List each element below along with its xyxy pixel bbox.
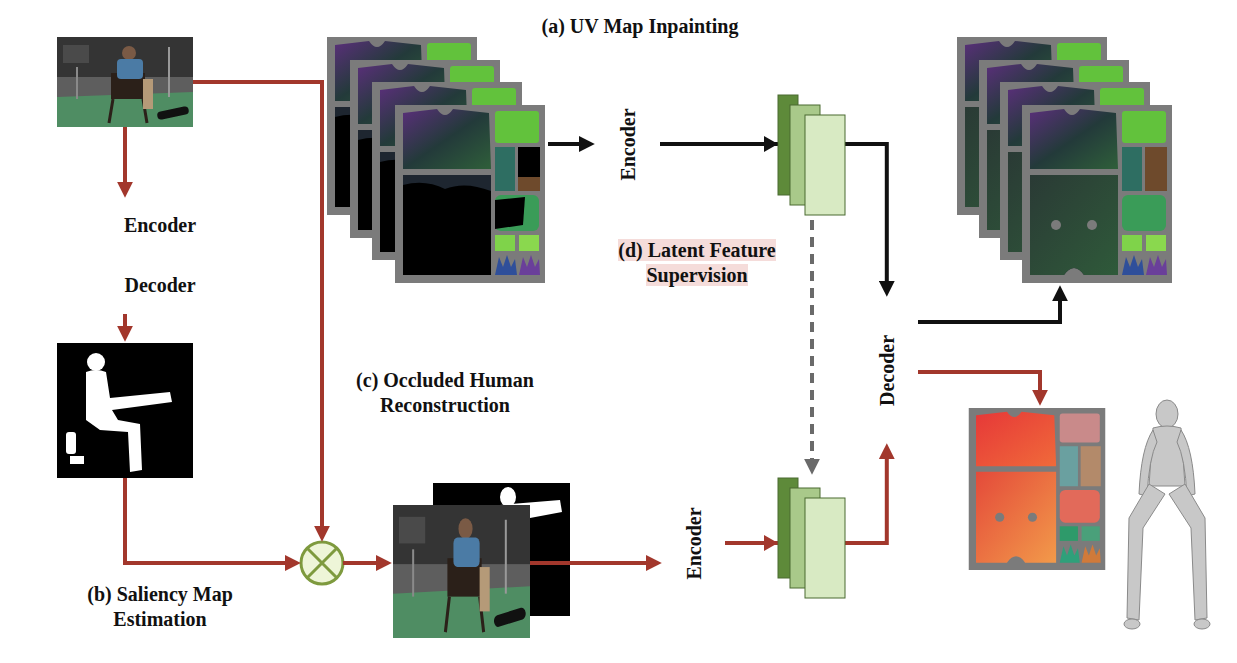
illustration-part	[1127, 484, 1165, 620]
illustration-part	[193, 82, 322, 537]
encoder-block	[664, 464, 724, 622]
illustration-part	[403, 147, 540, 275]
decoder-block	[76, 259, 244, 312]
illustration-part	[805, 115, 845, 215]
encoder-block: Encoder	[597, 58, 660, 230]
illustration-part	[1169, 484, 1207, 620]
reconstruction-panel	[2, 8, 1235, 655]
encoder-block: Encoder	[663, 463, 725, 623]
illustration-part	[123, 314, 127, 337]
flow-arrows	[125, 82, 1060, 563]
illustration-part	[395, 105, 545, 283]
decoder-block: Decoder	[858, 285, 918, 455]
illustration-part	[548, 142, 590, 146]
supervision-panel: (d) Latent Feature SupervisionEncoderEnc…	[590, 48, 865, 640]
multiply-symbol	[301, 542, 343, 584]
block-label: Decoder	[124, 273, 195, 298]
illustration-part	[57, 343, 193, 478]
illustration-part	[57, 37, 193, 127]
reconstruction-panel: (b) Saliency Map Estimation (c) Occluded …	[2, 8, 1235, 655]
occluded-uv-maps	[327, 37, 545, 283]
illustration-part	[70, 456, 84, 464]
panel-title: (b) Saliency Map Estimation	[60, 582, 260, 632]
inpainted-uv-maps	[957, 37, 1172, 283]
illustration-part	[1194, 619, 1210, 629]
node-outline	[2, 8, 1235, 655]
masked-input	[393, 483, 570, 638]
human-mesh	[1124, 400, 1210, 629]
illustration-part	[393, 505, 530, 638]
saliency-mask	[57, 343, 193, 478]
illustration-part	[1030, 175, 1118, 275]
panel-title: (a) UV Map Inpainting	[440, 14, 840, 39]
illustration-part	[125, 478, 296, 563]
illustration-part	[87, 353, 105, 371]
arrow-head	[764, 535, 778, 551]
block-label: Encoder	[682, 507, 707, 579]
inpainting-panel: (a) UV Map Inpainting	[318, 8, 1235, 343]
arrow-head	[764, 136, 778, 152]
illustration-part	[307, 548, 337, 578]
block-label: Encoder	[124, 213, 196, 238]
decoder-block	[859, 286, 917, 454]
illustration-part	[918, 290, 1060, 322]
inpainting-panel	[318, 8, 1235, 343]
panel-title: (c) Occluded Human Reconstruction	[345, 368, 545, 418]
illustration-part	[86, 370, 172, 472]
node-outline	[318, 8, 1235, 343]
illustration-part	[1124, 619, 1140, 629]
illustration-part	[123, 127, 127, 193]
panel-title: (d) Latent Feature Supervision	[618, 239, 775, 286]
feature-stack	[778, 95, 845, 215]
illustration-part	[810, 220, 814, 470]
illustration-part	[530, 561, 657, 565]
illustration-part	[301, 542, 343, 584]
encoder-block	[76, 199, 244, 252]
illustration-part	[918, 372, 1040, 401]
supervision-panel	[590, 48, 865, 640]
illustration-part	[1022, 105, 1172, 283]
input-photo	[57, 37, 193, 127]
feature-stack	[778, 478, 845, 598]
predicted-uv-map	[969, 408, 1106, 570]
illustration-part	[969, 408, 1106, 570]
encoder-block	[598, 59, 659, 229]
decoder-block: Decoder	[75, 258, 245, 313]
encoder-block: Encoder	[75, 198, 245, 253]
block-label: Encoder	[616, 108, 641, 180]
illustration-part	[1156, 400, 1178, 428]
block-label: Decoder	[876, 334, 901, 405]
illustration-part	[805, 498, 845, 598]
illustration-part	[343, 561, 387, 565]
illustration-part	[66, 432, 76, 454]
